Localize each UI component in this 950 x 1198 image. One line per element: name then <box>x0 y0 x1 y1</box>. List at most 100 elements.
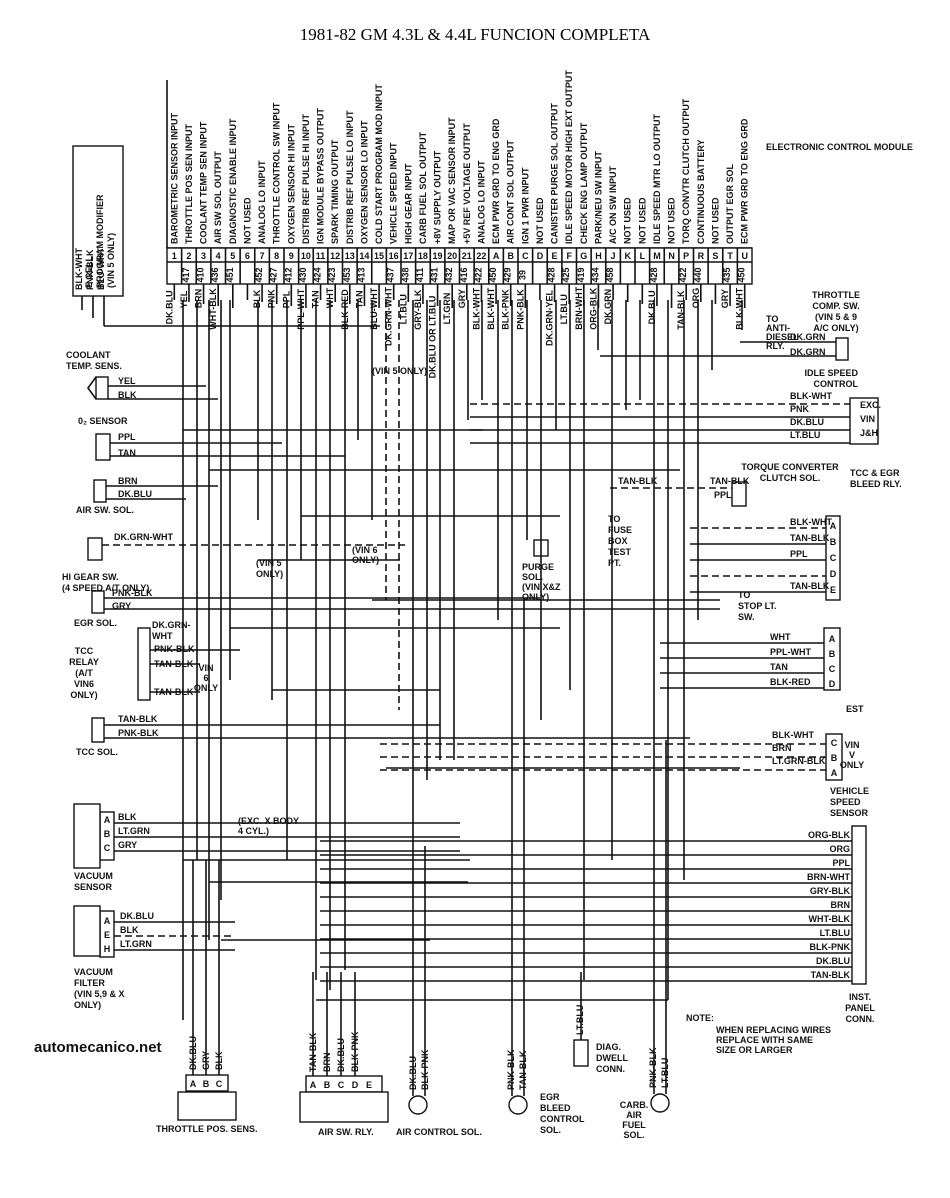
vss-vin-note: ONLY <box>840 760 864 770</box>
egr-wire: GRY <box>112 601 131 611</box>
air-control-sol-body <box>408 1095 428 1115</box>
tps-label: THROTTLE POS. SENS. <box>156 1124 258 1134</box>
throttle-comp-label: THROTTLE <box>812 290 860 300</box>
ecm-wire-color: BLK-RED <box>340 289 350 330</box>
throttle-comp-label: COMP. SW. <box>812 301 859 311</box>
air-rly-wire: BRN <box>322 1053 332 1073</box>
vacuum-filter-label: VACUUM <box>74 967 113 977</box>
hi-gear-label: HI GEAR SW. <box>62 572 119 582</box>
ecm-circuit: 39 <box>517 270 527 280</box>
ecm-circuit: 412 <box>283 267 293 282</box>
tps-pin: C <box>216 1079 223 1089</box>
egr-wire: PNK-BLK <box>112 588 153 598</box>
ecm-pin-13: 13 <box>345 251 355 261</box>
ecm-wire-color: LT.BLU <box>398 294 408 324</box>
anti-diesel-note: DIESEL <box>766 332 799 342</box>
vss-pin: A <box>831 768 838 778</box>
ecm-pin-function: THROTTLE CONTROL SW INPUT <box>272 102 282 244</box>
ecm-wire-color: PPL <box>281 290 291 308</box>
ecm-pin-function: TORQ CONVTR CLUTCH OUTPUT <box>681 98 691 244</box>
hi-gear-wire: DK.GRN-WHT <box>114 532 173 542</box>
hi-gear-switch <box>87 537 103 561</box>
ecm-circuit: 452 <box>254 267 264 282</box>
vss-pin: B <box>831 753 838 763</box>
ecm-wire-color: DK.GRN <box>603 289 613 325</box>
ecm-wire-color: BLK-WHT <box>486 287 496 329</box>
panel-wire: PPL <box>832 858 850 868</box>
ecm-pin-11: 11 <box>316 251 326 261</box>
vin6-note: ONLY) <box>352 555 379 565</box>
ecell-wire: BLU-WHT <box>96 248 106 290</box>
air-rly-wire: DK.BLU <box>336 1038 346 1072</box>
ecm-pin-12: 12 <box>330 251 340 261</box>
anti-diesel-note: ANTI- <box>766 323 790 333</box>
coolant-sensor-body <box>95 376 109 400</box>
ecm-wire-color: LT.GRN <box>442 293 452 325</box>
ecm-pin-D: D <box>537 251 544 261</box>
carb-label: FUEL <box>622 1120 646 1130</box>
tcc-relay-wire: DK.GRN- <box>152 620 191 630</box>
tps-body <box>177 1091 237 1121</box>
panel-wire: BLK-PNK <box>810 942 851 952</box>
panel-wire: TAN-BLK <box>811 970 851 980</box>
ecm-wire-color: DK.BLU <box>647 290 657 324</box>
ecm-pin-S: S <box>712 251 718 261</box>
est-pin: D <box>829 679 836 689</box>
tcc-vin6-note: 6 <box>203 673 208 683</box>
vss-label: VEHICLE <box>830 786 869 796</box>
ecm-circuit: 427 <box>269 267 279 282</box>
purge-note: ONLY) <box>522 592 549 602</box>
vac-sensor-wire: LT.GRN <box>118 826 150 836</box>
tcc-relay-wire: PNK-BLK <box>154 644 195 654</box>
egr-bleed-label: SOL. <box>540 1125 561 1135</box>
est-label: EST <box>846 704 864 714</box>
vss-wire: LT.GRN-BLK <box>772 756 826 766</box>
ecm-pin-10: 10 <box>301 251 311 261</box>
bleed-pin: A <box>830 521 837 531</box>
excx-note: 4 CYL.) <box>238 826 269 836</box>
ecm-pin-function: HIGH GEAR INPUT <box>403 163 413 244</box>
est-wire: PPL-WHT <box>770 647 811 657</box>
isc-pin: J&H <box>860 428 878 438</box>
air-sw-wire: BRN <box>118 476 138 486</box>
diag-label: CONN. <box>596 1064 625 1074</box>
air-rly-body <box>299 1091 389 1123</box>
fuse-note: TEST <box>608 547 632 557</box>
ecm-pin-function: DIAGNOSTIC ENABLE INPUT <box>228 118 238 244</box>
note-heading: NOTE: <box>686 1013 714 1023</box>
bleed-relay-label: BLEED RLY. <box>850 479 902 489</box>
panel-wire: ORG <box>829 844 850 854</box>
o2-sensor-body <box>95 433 111 461</box>
ecm-wire-color: GRY <box>457 289 467 308</box>
ecm-circuit: 416 <box>459 267 469 282</box>
air-rly-pin: D <box>352 1080 359 1090</box>
ecm-pin-G: G <box>580 251 587 261</box>
vacuum-filter-body <box>73 905 101 957</box>
diag-label: DWELL <box>596 1053 628 1063</box>
o2-sensor-label: 0₂ SENSOR <box>78 416 128 426</box>
ecm-pin-function: THROTTLE POS SEN INPUT <box>184 123 194 244</box>
vacuum-sensor-label: SENSOR <box>74 882 113 892</box>
ecm-circuit: 424 <box>313 267 323 282</box>
ecm-wire-color: DK.BLU <box>164 290 174 324</box>
ecm-wire-color: ORG-BLK <box>588 287 598 329</box>
ecm-wire-color: BRN-WHT <box>574 286 584 329</box>
vac-sensor-wire: BLK <box>118 812 137 822</box>
ecm-pin-20: 20 <box>447 251 457 261</box>
ecm-circuit: 417 <box>181 267 191 282</box>
diag-label: DIAG. <box>596 1042 621 1052</box>
ecm-pin-function: AIR CONT SOL OUTPUT <box>506 140 516 244</box>
ecm-pin-function: ECM PWR GRD TO ENG GRD <box>740 118 750 244</box>
ecm-wire-color: TAN <box>354 290 364 308</box>
air-control-wire: DK.BLU <box>408 1056 418 1090</box>
coolant-sensor-label: TEMP. SENS. <box>66 361 122 371</box>
tcs-label: TORQUE CONVERTER <box>741 462 839 472</box>
air-rly-wire: BLK-PNK <box>350 1031 360 1072</box>
ecm-pin-16: 16 <box>389 251 399 261</box>
ecm-name: ELECTRONIC CONTROL MODULE <box>766 142 913 152</box>
wire-harness <box>73 284 879 1123</box>
ecm-pin-function: CARB FUEL SOL OUTPUT <box>418 131 428 244</box>
ecm-pin-function: OUTPUT EGR SOL <box>725 163 735 244</box>
ecm-pin-F: F <box>566 251 572 261</box>
ecm-circuit: 413 <box>356 267 366 282</box>
